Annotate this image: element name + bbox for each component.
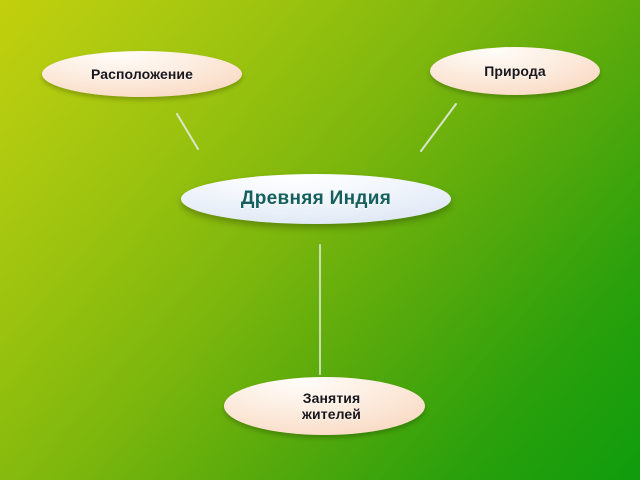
node-occupations-label: Занятия жителей bbox=[288, 390, 361, 422]
node-nature[interactable]: Природа bbox=[430, 47, 600, 95]
node-location[interactable]: Расположение bbox=[42, 51, 242, 97]
node-occupations[interactable]: Занятия жителей bbox=[224, 377, 425, 435]
node-location-label: Расположение bbox=[90, 66, 194, 82]
node-ancient-india[interactable]: Древняя Индия bbox=[181, 174, 451, 224]
node-occupations-label-line2: жителей bbox=[302, 406, 361, 422]
node-occupations-label-line1: Занятия bbox=[302, 390, 361, 406]
connector-nature-to-center bbox=[420, 103, 457, 152]
connector-location-to-center bbox=[176, 113, 199, 150]
node-ancient-india-label: Древняя Индия bbox=[240, 188, 392, 209]
node-nature-label: Природа bbox=[484, 63, 546, 79]
